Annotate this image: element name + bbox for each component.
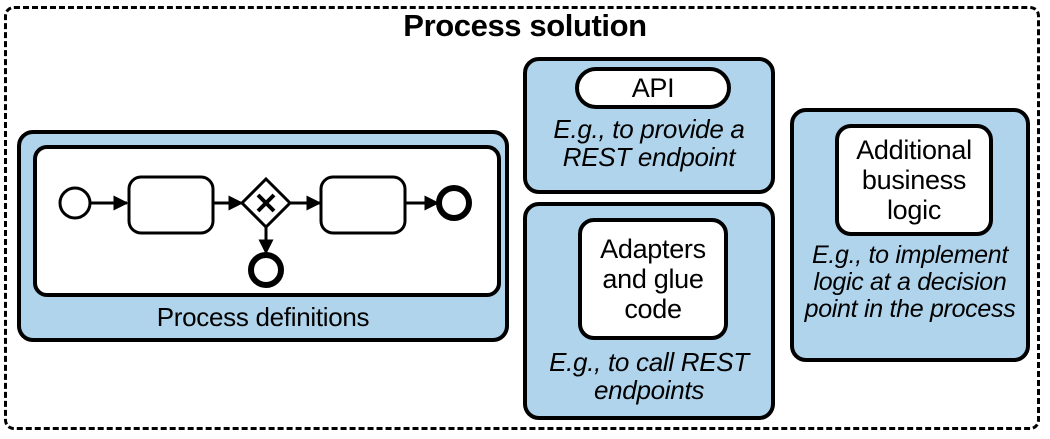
process-solution-frame	[4, 6, 1040, 430]
api-box-label: API	[631, 73, 675, 103]
process-definitions-label: Process definitions	[156, 302, 370, 332]
bpmn-task-1[interactable]	[127, 175, 215, 235]
adapters-caption: E.g., to call REST endpoints	[549, 347, 749, 405]
bpmn-diagram	[58, 175, 472, 288]
bpmn-end-event-bottom[interactable]	[248, 252, 284, 288]
additional-logic-panel[interactable]: Additional business logic E.g., to imple…	[790, 108, 1030, 362]
api-panel[interactable]: API E.g., to provide a REST endpoint	[523, 57, 775, 194]
page-title: Process solution	[403, 8, 647, 43]
bpmn-end-event-right[interactable]	[436, 185, 472, 221]
additional-logic-box[interactable]: Additional business logic	[835, 124, 993, 236]
additional-logic-caption: E.g., to implement logic at a decision p…	[804, 241, 1016, 323]
api-caption: E.g., to provide a REST endpoint	[553, 114, 745, 172]
adapters-box[interactable]: Adapters and glue code	[578, 218, 728, 340]
bpmn-exclusive-gateway[interactable]	[239, 176, 293, 230]
process-definitions-panel[interactable]: Process definitions	[17, 130, 509, 342]
adapters-box-label: Adapters and glue code	[600, 234, 706, 324]
bpmn-task-2[interactable]	[319, 175, 407, 235]
bpmn-start-event[interactable]	[58, 186, 92, 220]
api-box[interactable]: API	[575, 67, 731, 109]
additional-logic-box-label: Additional business logic	[856, 135, 972, 225]
adapters-panel[interactable]: Adapters and glue code E.g., to call RES…	[523, 202, 775, 420]
